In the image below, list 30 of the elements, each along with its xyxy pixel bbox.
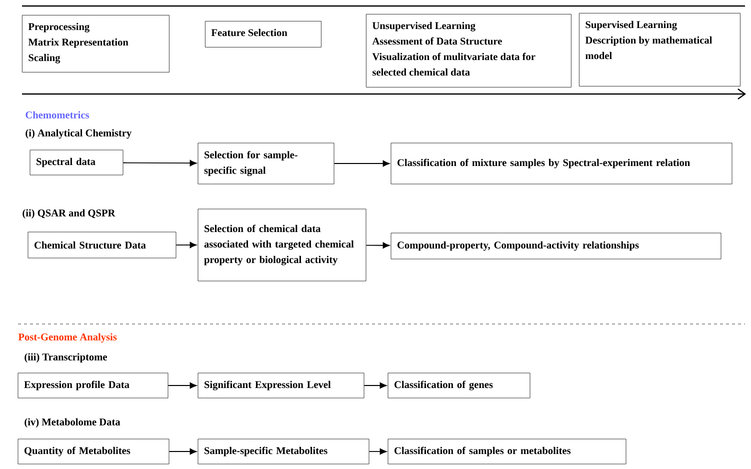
section-heading: Post-Genome Analysis xyxy=(18,333,117,343)
stage-box: Supervised Learning Description by mathematical model xyxy=(579,13,740,86)
process-box: Selection for sample-specific signal xyxy=(198,142,334,184)
arrow xyxy=(366,242,390,248)
process-box: Selection of chemical data associated with targeted chemical property or biological activity xyxy=(198,208,366,282)
arrow xyxy=(364,382,387,389)
process-box: Classification of genes xyxy=(388,372,530,398)
subsection-label: (ii) QSAR and QSPR xyxy=(22,209,116,219)
subsection-label: (iii) Transcriptome xyxy=(24,353,107,363)
arrow xyxy=(368,448,387,455)
process-box: Spectral data xyxy=(30,150,124,176)
process-box: Chemical Structure Data xyxy=(28,232,176,258)
arrow xyxy=(334,160,390,167)
section-heading: Chemometrics xyxy=(26,111,90,118)
process-box: Sample-specific Metabolites xyxy=(198,438,370,464)
arrow xyxy=(168,448,197,455)
subsection-label: (iv) Metabolome Data xyxy=(24,418,120,428)
subsection-label: (i) Analytical Chemistry xyxy=(26,129,132,139)
process-box: Classification of mixture samples by Spectral-experiment relation xyxy=(390,142,732,184)
stage-box: Feature Selection xyxy=(205,21,322,48)
arrow xyxy=(122,160,197,166)
process-box: Compound-property, Compound-activity relationships xyxy=(390,232,722,260)
process-box: Quantity of Metabolites xyxy=(18,438,170,464)
process-box: Significant Expression Level xyxy=(198,372,364,398)
stage-box: Unsupervised Learning Assessment of Data Structure Visualization of mulitvariate data for selected chemical data xyxy=(366,14,572,88)
process-box: Expression profile Data xyxy=(18,372,168,398)
stage-box: Preprocessing Matrix Representation Scaling xyxy=(22,15,170,72)
arrow xyxy=(176,242,197,248)
process-box: Classification of samples or metabolites xyxy=(388,438,626,464)
arrow xyxy=(168,382,197,389)
